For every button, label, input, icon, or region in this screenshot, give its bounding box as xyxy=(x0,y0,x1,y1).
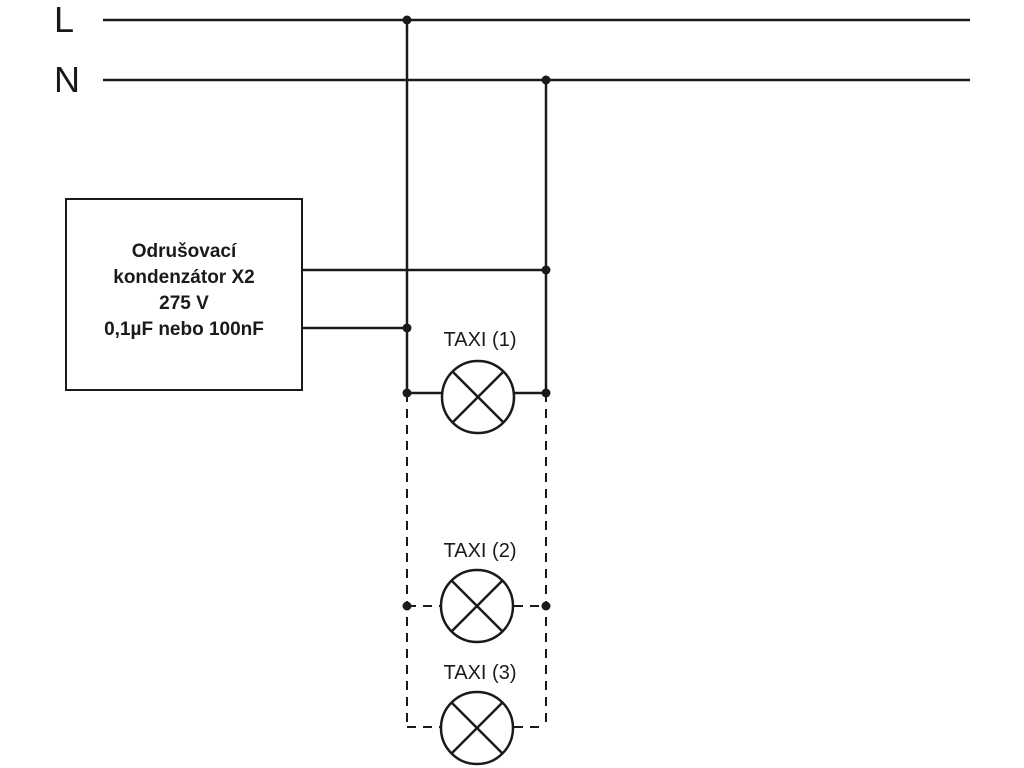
capacitor-text-line2: kondenzátor X2 xyxy=(113,267,254,288)
junction-dot xyxy=(402,601,412,611)
junction-dot xyxy=(402,15,412,25)
neutral-rail-label: N xyxy=(54,59,80,100)
junction-dot xyxy=(541,601,551,611)
lamp3-label: TAXI (3) xyxy=(444,662,517,684)
lamp-1 xyxy=(440,359,516,435)
junction-dot xyxy=(541,75,551,85)
junction-dot xyxy=(541,265,551,275)
capacitor-text-line1: Odrušovací xyxy=(132,241,237,262)
lamp-3 xyxy=(439,690,515,766)
live-rail-label: L xyxy=(54,0,74,40)
junction-dot xyxy=(402,323,412,333)
junction-dot xyxy=(402,388,412,398)
capacitor-text-line4: 0,1µF nebo 100nF xyxy=(104,319,264,340)
junction-dot xyxy=(541,388,551,398)
capacitor-text-line3: 275 V xyxy=(159,293,209,314)
lamp2-label: TAXI (2) xyxy=(444,540,517,562)
lamp1-label: TAXI (1) xyxy=(444,329,517,351)
lamp-2 xyxy=(439,568,515,644)
capacitor-box xyxy=(65,198,303,391)
